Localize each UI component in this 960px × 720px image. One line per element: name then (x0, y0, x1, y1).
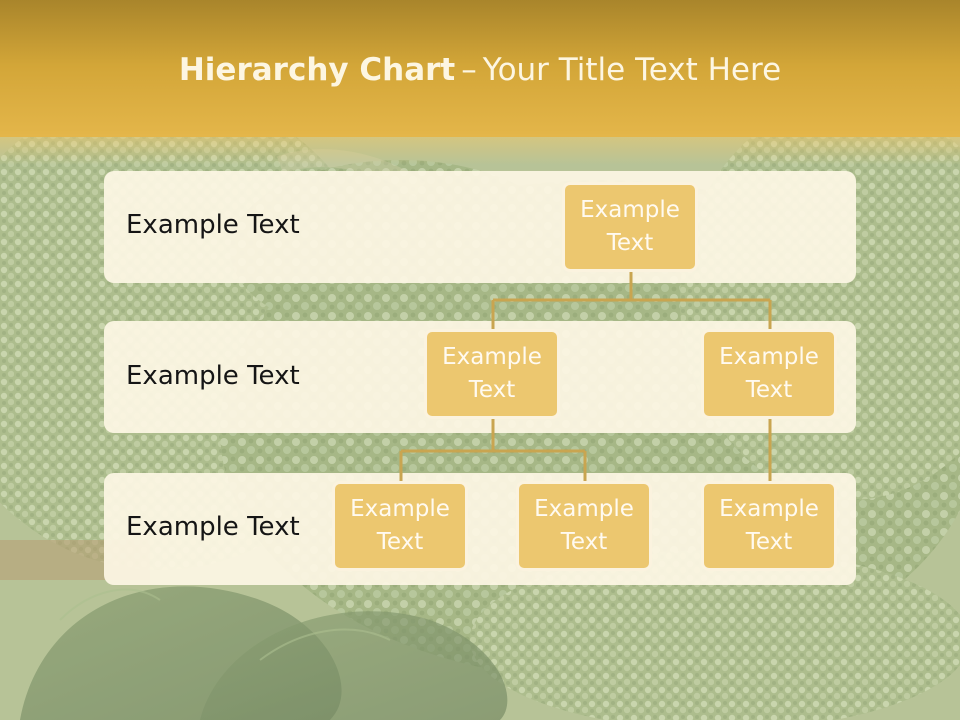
level-label-1: Example Text (126, 210, 300, 240)
level-label-3: Example Text (126, 512, 300, 542)
node-level3-right[interactable]: Example Text (701, 481, 837, 571)
node-level2-right[interactable]: Example Text (701, 329, 837, 419)
node-level3-left[interactable]: Example Text (332, 481, 468, 571)
node-root[interactable]: Example Text (562, 182, 698, 272)
slide-title: Hierarchy Chart–Your Title Text Here (0, 52, 960, 88)
node-level3-middle[interactable]: Example Text (516, 481, 652, 571)
slide-title-separator: – (461, 52, 477, 88)
title-strip (0, 137, 960, 165)
node-level2-left[interactable]: Example Text (424, 329, 560, 419)
level-label-2: Example Text (126, 361, 300, 391)
title-band (0, 0, 960, 137)
slide-title-rest: Your Title Text Here (482, 52, 782, 88)
level-band-1 (104, 171, 856, 283)
slide-title-bold: Hierarchy Chart (178, 52, 456, 88)
